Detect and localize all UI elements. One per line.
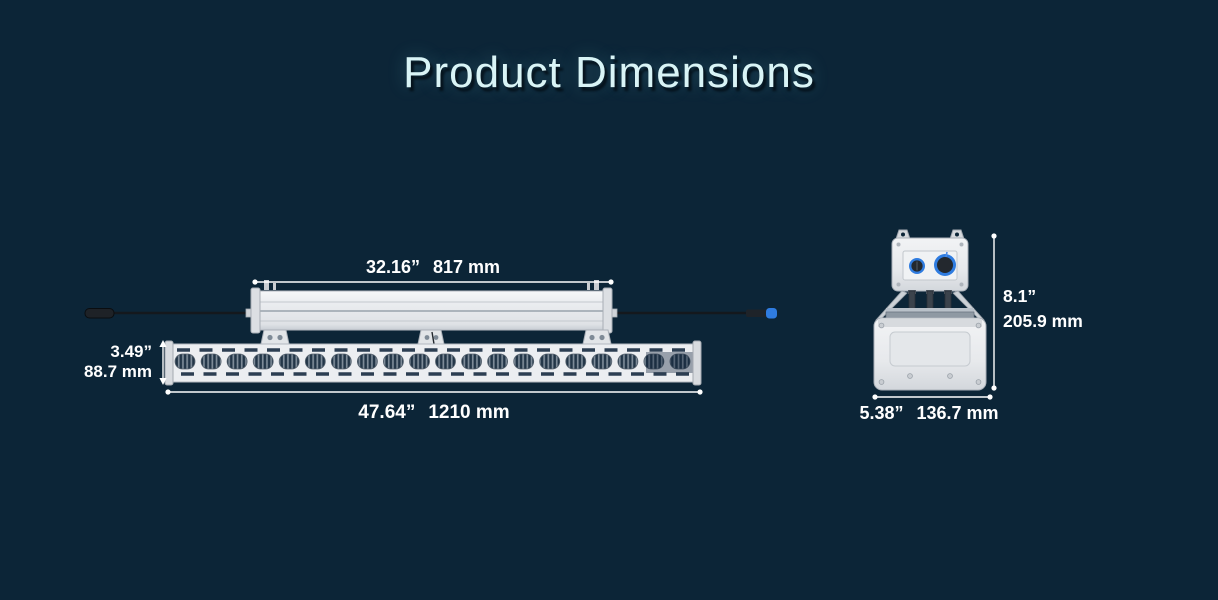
dimension-label-side-height: 8.1” 205.9 mm (1003, 284, 1083, 334)
bar-height-mm: 88.7 mm (83, 361, 152, 381)
driver-bar-left-endcap (250, 287, 261, 334)
full-width-mm: 1210 mm (428, 402, 510, 423)
driver-box-end (891, 237, 969, 292)
mounting-brackets (260, 329, 612, 345)
dimension-label-bar-height: 3.49” 88.7 mm (56, 342, 152, 381)
page-title: Product Dimensions (403, 48, 815, 97)
led-bar-end (873, 317, 987, 391)
side-width-inches: 5.38” (859, 403, 904, 423)
dial-knob-large (934, 251, 956, 276)
led-bar-vents (174, 353, 691, 370)
dimension-label-full-width: 47.64” 1210 mm (234, 402, 634, 424)
dial-knob-small (909, 258, 925, 274)
front-view-illustration (84, 279, 777, 395)
dimension-lines-side (872, 233, 997, 400)
top-width-inches: 32.16” (365, 257, 420, 277)
standoff-posts (875, 290, 985, 321)
side-width-mm: 136.7 mm (916, 403, 999, 423)
side-height-mm: 205.9 mm (1003, 311, 1083, 331)
dimension-label-top-width: 32.16” 817 mm (233, 257, 633, 278)
side-view-illustration (872, 229, 997, 400)
driver-bar-right-endcap (602, 287, 613, 334)
hanger-ears (895, 229, 965, 240)
led-bar-end-panel (889, 331, 971, 367)
wire-blue-cap (766, 308, 777, 319)
bar-height-inches: 3.49” (110, 342, 152, 361)
led-bar-right-endcap (692, 340, 702, 386)
top-width-mm: 817 mm (433, 257, 501, 277)
led-bar-left-endcap (164, 340, 174, 386)
side-height-inches: 8.1” (1003, 286, 1037, 306)
dimension-label-side-width: 5.38” 136.7 mm (848, 403, 1010, 424)
driver-bar (245, 280, 618, 334)
wire-end-connector (746, 309, 768, 317)
led-bar (164, 340, 702, 386)
full-width-inches: 47.64” (358, 402, 416, 423)
wire-end-handle (84, 308, 115, 319)
dimension-lines-front (159, 279, 703, 395)
led-bar-end-tint (646, 352, 694, 373)
